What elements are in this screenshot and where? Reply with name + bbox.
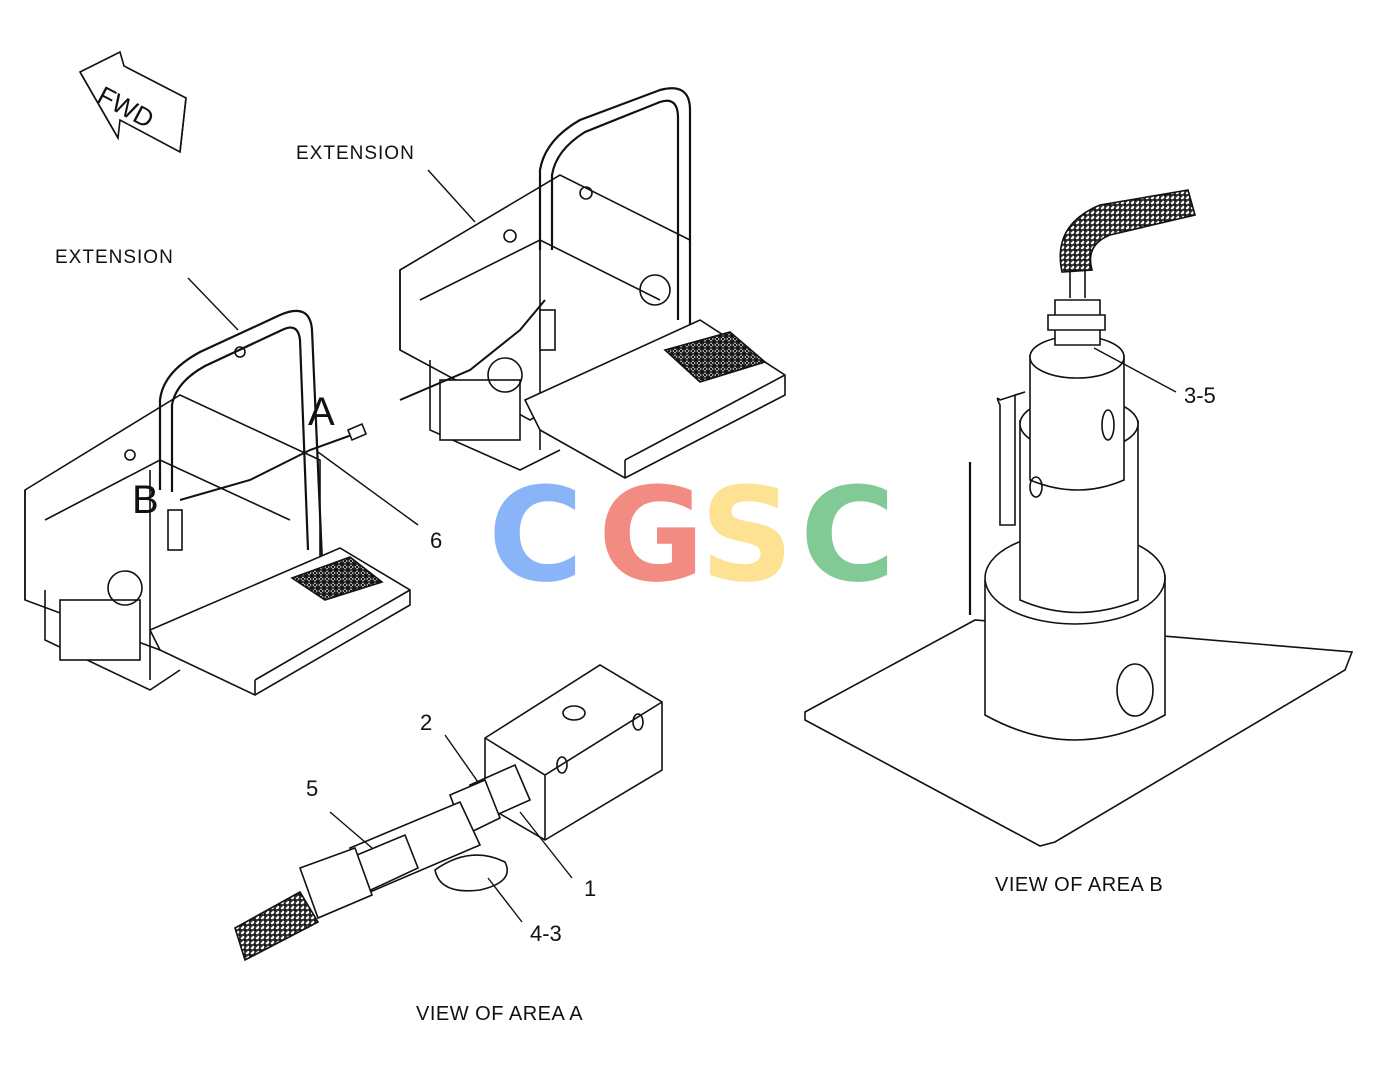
callout-5: 5: [306, 776, 319, 801]
extension-label-left: EXTENSION: [55, 247, 174, 268]
upper-machine-assembly: [399, 87, 786, 479]
watermark-letter-4: C: [800, 459, 896, 611]
callout-3-5: 3-5: [1184, 383, 1216, 408]
watermark-letter-3: S: [700, 459, 794, 611]
callout-4-3: 4-3: [530, 921, 562, 946]
watermark-letter-2: G: [598, 459, 705, 611]
leader-lines: [187, 169, 1177, 923]
callout-2: 2: [420, 710, 433, 735]
area-a-detail: [234, 664, 663, 962]
extension-label-upper: EXTENSION: [296, 143, 415, 164]
area-b-marker: B: [132, 478, 159, 522]
caption-view-area-a: VIEW OF AREA A: [416, 1003, 584, 1025]
area-a-marker: A: [308, 390, 335, 434]
fwd-arrow-icon: [78, 50, 187, 154]
caption-view-area-b: VIEW OF AREA B: [995, 874, 1164, 896]
watermark-letter-1: C: [488, 459, 584, 611]
area-b-detail: [804, 189, 1354, 847]
callout-1: 1: [584, 876, 597, 901]
callout-6: 6: [430, 528, 443, 553]
lower-machine-assembly: [24, 309, 411, 696]
